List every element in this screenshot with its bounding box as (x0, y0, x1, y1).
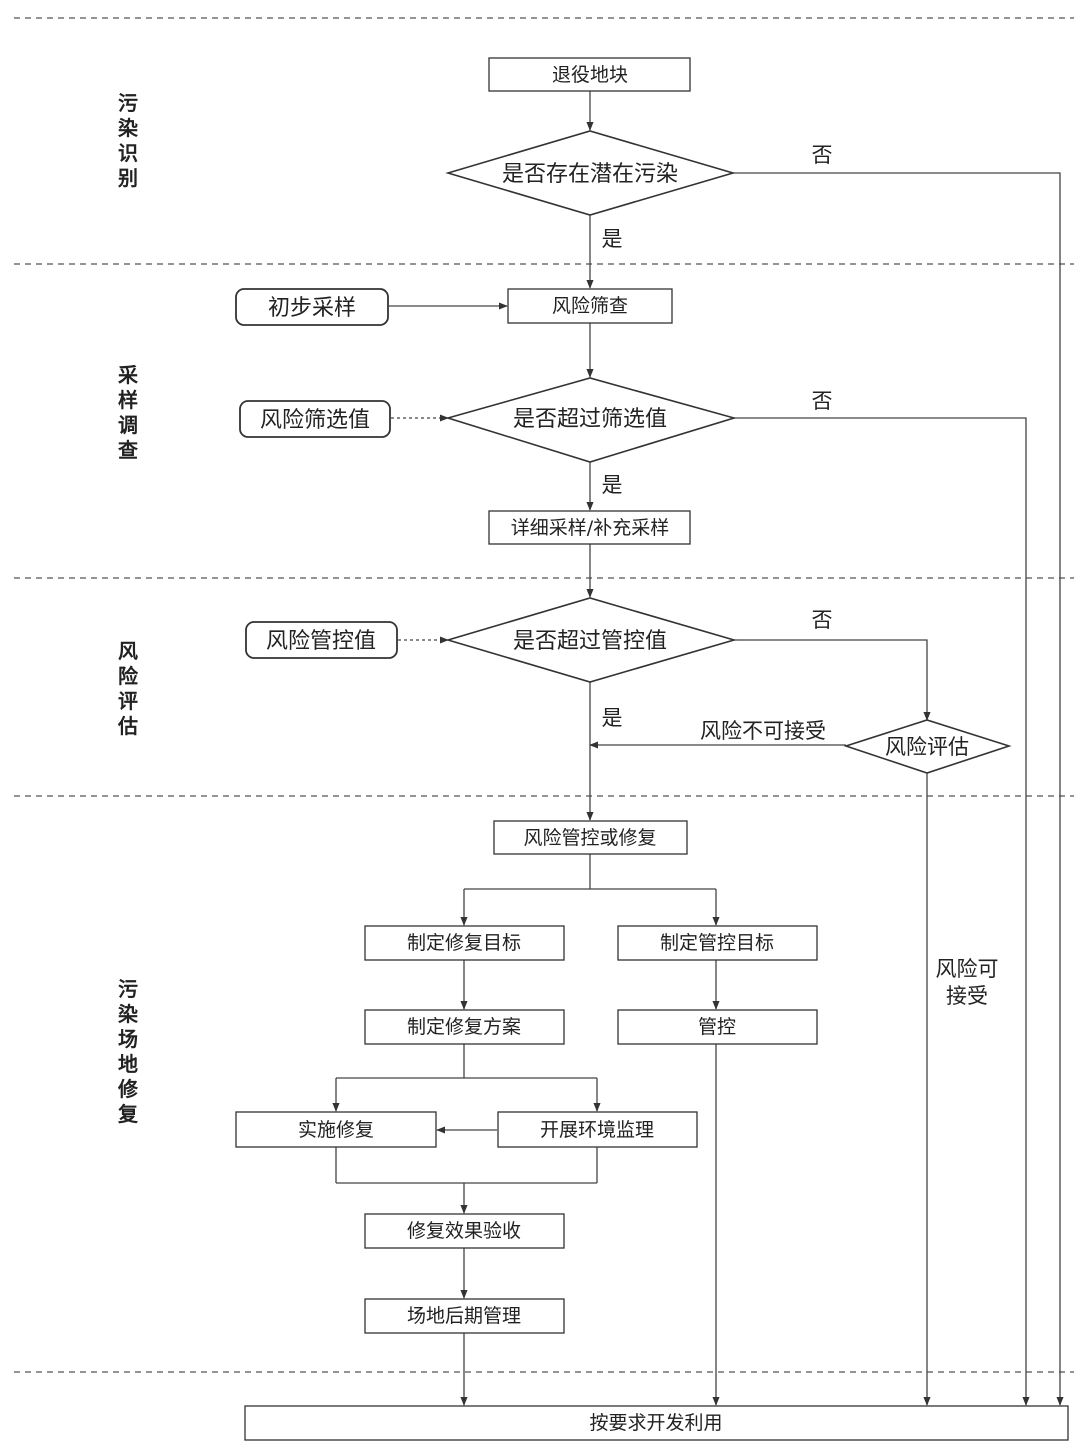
decision-risk-assessment: 风险评估 (843, 719, 1012, 774)
decision-exceed-screening: 是否超过筛选值 (445, 377, 737, 463)
phase-label-remediation: 污 染 场 地 修 复 (117, 977, 139, 1126)
label-risk-acceptable-line1: 风险可 (936, 957, 999, 981)
decision-potential-pollution: 是否存在潜在污染 (445, 130, 736, 216)
label-no-pollution: 否 (812, 143, 833, 167)
svg-text:制定修复目标: 制定修复目标 (407, 932, 521, 954)
svg-text:是否存在潜在污染: 是否存在潜在污染 (502, 162, 678, 187)
node-control-value: 风险管控值 (245, 621, 398, 659)
svg-text:复: 复 (117, 1102, 139, 1126)
label-risk-unacceptable: 风险不可接受 (700, 719, 826, 743)
svg-text:风险筛查: 风险筛查 (552, 295, 628, 317)
svg-text:是否超过筛选值: 是否超过筛选值 (513, 407, 667, 432)
svg-text:染: 染 (118, 116, 139, 140)
svg-text:风险筛选值: 风险筛选值 (260, 408, 370, 433)
label-yes-pollution: 是 (602, 227, 623, 251)
svg-text:修: 修 (117, 1077, 139, 1101)
node-environmental-monitoring: 开展环境监理 (497, 1111, 698, 1148)
decision-exceed-control: 是否超过管控值 (445, 597, 737, 683)
label-no-screening: 否 (812, 389, 833, 413)
node-effect-acceptance: 修复效果验收 (364, 1213, 565, 1249)
node-control-or-remediation: 风险管控或修复 (493, 820, 688, 855)
label-risk-acceptable-line2: 接受 (946, 984, 988, 1008)
node-develop-use: 按要求开发利用 (244, 1405, 1069, 1441)
svg-text:估: 估 (117, 714, 138, 738)
svg-text:风险管控或修复: 风险管控或修复 (523, 827, 656, 849)
svg-text:采: 采 (118, 363, 138, 387)
svg-text:险: 险 (118, 664, 139, 688)
label-yes-control: 是 (602, 706, 623, 730)
svg-text:详细采样/补充采样: 详细采样/补充采样 (511, 517, 669, 539)
svg-text:制定修复方案: 制定修复方案 (407, 1016, 521, 1038)
svg-text:样: 样 (118, 388, 138, 412)
svg-text:别: 别 (117, 166, 138, 190)
node-preliminary-sampling: 初步采样 (235, 288, 389, 326)
node-risk-screening: 风险筛查 (507, 288, 673, 324)
node-control-target: 制定管控目标 (617, 925, 818, 961)
node-control: 管控 (617, 1009, 818, 1045)
label-yes-screening: 是 (602, 473, 623, 497)
svg-text:查: 查 (118, 438, 138, 462)
connectors (332, 91, 1064, 1406)
svg-text:开展环境监理: 开展环境监理 (540, 1119, 654, 1141)
phase-label-sampling: 采 样 调 查 (118, 363, 138, 462)
label-no-control: 否 (812, 608, 833, 632)
svg-text:按要求开发利用: 按要求开发利用 (589, 1412, 722, 1434)
svg-text:初步采样: 初步采样 (268, 296, 356, 321)
node-implement-remediation: 实施修复 (235, 1111, 437, 1148)
svg-text:污: 污 (118, 977, 138, 1001)
svg-text:是否超过管控值: 是否超过管控值 (513, 629, 667, 654)
phase-label-assessment: 风 险 评 估 (117, 639, 139, 738)
svg-text:风险管控值: 风险管控值 (266, 629, 376, 654)
svg-text:识: 识 (118, 141, 138, 165)
svg-text:制定管控目标: 制定管控目标 (660, 932, 774, 954)
svg-text:管控: 管控 (698, 1016, 736, 1038)
node-remediation-target: 制定修复目标 (364, 925, 565, 961)
svg-text:地: 地 (118, 1052, 138, 1076)
svg-text:风险评估: 风险评估 (885, 735, 969, 759)
svg-text:场: 场 (118, 1027, 138, 1051)
svg-text:实施修复: 实施修复 (298, 1119, 374, 1141)
svg-text:评: 评 (118, 689, 138, 713)
node-remediation-plan: 制定修复方案 (364, 1009, 565, 1045)
svg-text:修复效果验收: 修复效果验收 (407, 1220, 521, 1242)
svg-text:染: 染 (118, 1002, 139, 1026)
node-screening-value: 风险筛选值 (239, 400, 391, 438)
svg-text:退役地块: 退役地块 (552, 64, 628, 86)
node-retired-plot: 退役地块 (488, 57, 691, 92)
svg-text:污: 污 (118, 91, 138, 115)
node-detailed-sampling: 详细采样/补充采样 (488, 510, 691, 545)
svg-text:场地后期管理: 场地后期管理 (407, 1305, 521, 1327)
node-post-management: 场地后期管理 (364, 1298, 565, 1334)
phase-label-identification: 污 染 识 别 (117, 91, 139, 190)
svg-text:调: 调 (118, 413, 138, 437)
svg-text:风: 风 (118, 639, 138, 663)
